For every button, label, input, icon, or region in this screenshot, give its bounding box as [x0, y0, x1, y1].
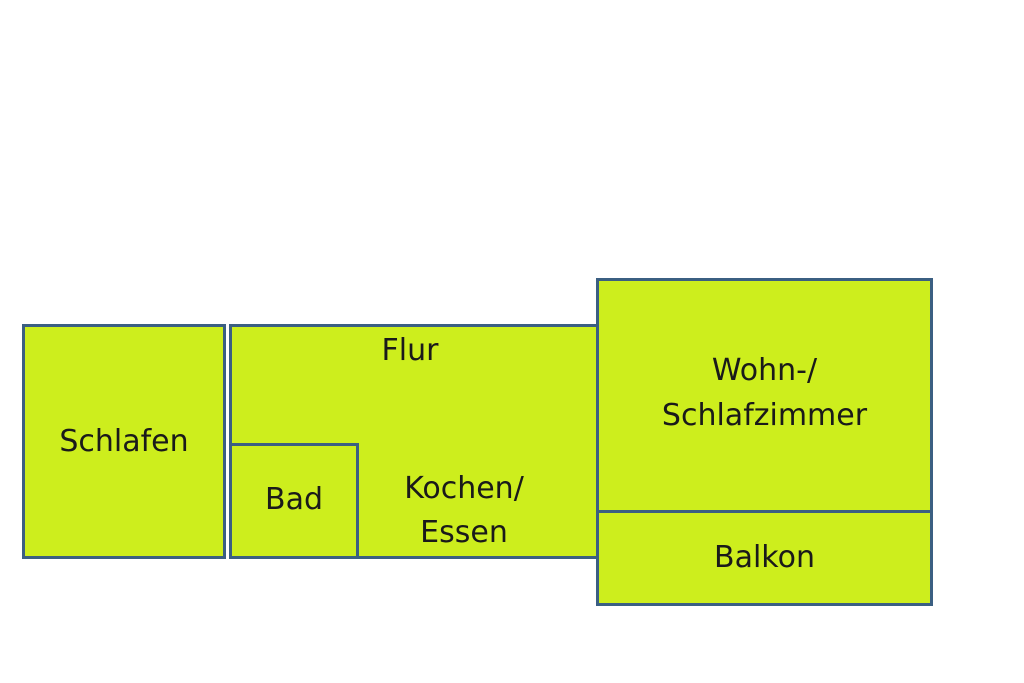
- room-bad: [229, 443, 359, 559]
- label-bad: Bad: [264, 482, 323, 517]
- label-kochen: Kochen/: [404, 471, 524, 506]
- label-schlafzimmer: Schlafzimmer: [661, 398, 868, 433]
- label-flur: Flur: [381, 333, 439, 368]
- label-schlafen: Schlafen: [59, 424, 189, 459]
- room-schlafen: [22, 324, 226, 559]
- label-balkon: Balkon: [714, 540, 815, 575]
- room-balkon: [596, 510, 933, 606]
- room-wohn-schlafzimmer: [596, 278, 933, 514]
- label-essen: Essen: [420, 515, 508, 550]
- label-wohn: Wohn-/: [711, 353, 818, 388]
